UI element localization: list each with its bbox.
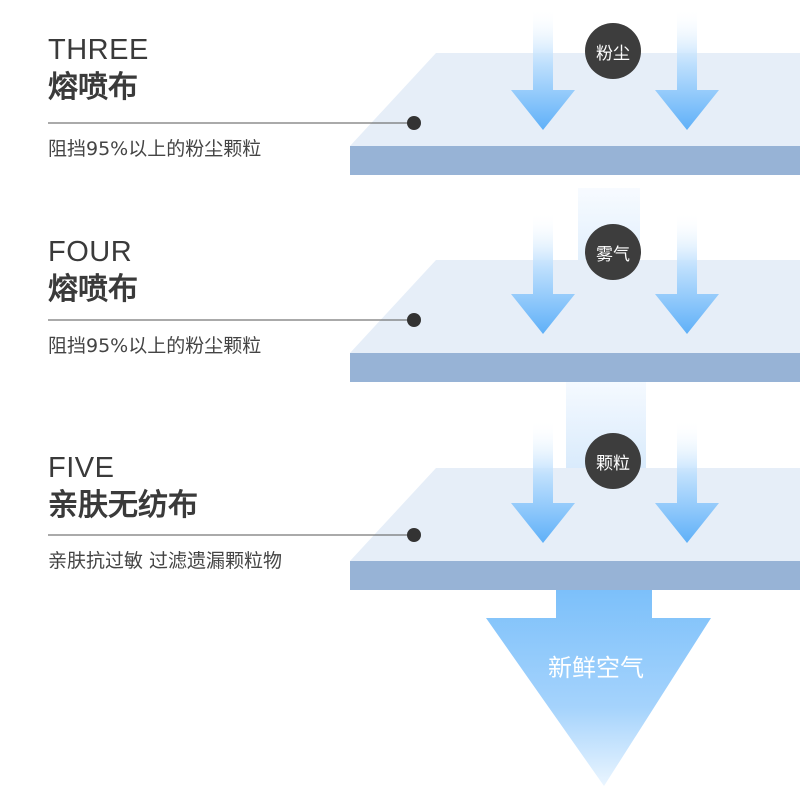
layer-material: 亲肤无纺布 bbox=[48, 488, 198, 523]
leader-dot-icon bbox=[407, 116, 421, 130]
layer-material: 熔喷布 bbox=[48, 272, 138, 307]
down-arrow-icon bbox=[655, 212, 719, 334]
layer-three-heading: THREE 熔喷布 bbox=[48, 34, 149, 105]
fresh-air-arrow bbox=[486, 590, 711, 786]
leader-line bbox=[48, 528, 421, 542]
particle-badge: 颗粒 bbox=[585, 433, 641, 489]
particle-badge: 雾气 bbox=[585, 224, 641, 280]
layer-description: 亲肤抗过敏 过滤遗漏颗粒物 bbox=[48, 550, 283, 572]
layer-five-heading: FIVE 亲肤无纺布 bbox=[48, 452, 198, 523]
layer-number: FOUR bbox=[48, 236, 133, 268]
layer-description: 阻挡95%以上的粉尘颗粒 bbox=[48, 138, 262, 160]
filter-sheet-three bbox=[350, 53, 800, 175]
layer-number: FIVE bbox=[48, 452, 115, 484]
down-arrow-icon bbox=[511, 420, 575, 543]
down-arrow-icon bbox=[511, 8, 575, 130]
layer-number: THREE bbox=[48, 34, 149, 66]
layer-four-heading: FOUR 熔喷布 bbox=[48, 236, 138, 307]
leader-line bbox=[48, 313, 421, 327]
layer-description: 阻挡95%以上的粉尘颗粒 bbox=[48, 335, 262, 357]
leader-line bbox=[48, 116, 421, 130]
fresh-air-label: 新鲜空气 bbox=[548, 654, 644, 682]
layer-material: 熔喷布 bbox=[48, 70, 138, 105]
down-arrow-icon bbox=[655, 8, 719, 130]
particle-badge: 粉尘 bbox=[585, 23, 641, 79]
down-arrow-icon bbox=[655, 420, 719, 543]
leader-dot-icon bbox=[407, 528, 421, 542]
down-arrow-icon bbox=[511, 212, 575, 334]
leader-dot-icon bbox=[407, 313, 421, 327]
